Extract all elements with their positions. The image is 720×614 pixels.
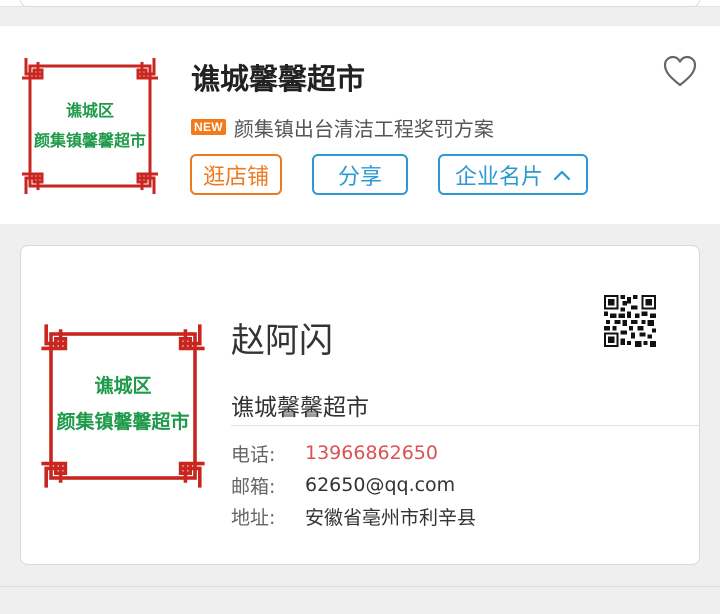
phone-value[interactable]: 13966862650 (305, 442, 438, 464)
business-card-label: 企业名片 (454, 164, 543, 190)
address-row: 地址: 安徽省亳州市利辛县 (231, 503, 476, 529)
contact-company: 谯城馨馨超市 (231, 395, 369, 421)
share-label: 分享 (337, 164, 382, 190)
email-value[interactable]: 62650@qq.com (305, 474, 456, 496)
logo-text-line1: 谯城区 (94, 375, 152, 397)
qr-code-icon[interactable] (604, 295, 656, 347)
address-label: 地址: (231, 506, 276, 529)
business-card-toggle-button[interactable]: 企业名片 (438, 154, 588, 195)
logo-frame-icon (41, 324, 205, 488)
logo-frame-icon (22, 58, 158, 194)
logo-text-line1: 谯城区 (65, 101, 114, 120)
divider (231, 425, 699, 426)
previous-card-edge (0, 0, 720, 7)
share-button[interactable]: 分享 (312, 154, 408, 195)
logo-text-line2: 颜集镇馨馨超市 (56, 411, 190, 433)
email-label: 邮箱: (231, 475, 276, 498)
news-headline[interactable]: 颜集镇出台清洁工程奖罚方案 (233, 116, 494, 141)
news-row[interactable]: NEW 颜集镇出台清洁工程奖罚方案 (191, 113, 494, 141)
divider (0, 586, 720, 587)
phone-row: 电话: 13966862650 (231, 440, 438, 466)
new-badge: NEW (191, 119, 226, 135)
heart-outline-icon[interactable] (662, 54, 698, 88)
chevron-up-icon (553, 170, 571, 180)
card-logo: 谯城区 颜集镇馨馨超市 (39, 322, 207, 490)
contact-name: 赵阿闪 (231, 321, 333, 361)
email-row: 邮箱: 62650@qq.com (231, 472, 455, 498)
shop-name[interactable]: 谯城馨馨超市 (191, 62, 366, 96)
visit-store-label: 逛店铺 (202, 164, 269, 190)
logo-text-line2: 颜集镇馨馨超市 (33, 131, 146, 150)
shop-logo[interactable]: 谯城区 颜集镇馨馨超市 (20, 56, 160, 196)
business-card-panel: 谯城区 颜集镇馨馨超市 赵阿闪 谯城馨馨超市 电话: 13966862650 邮… (20, 245, 700, 565)
shop-header: 谯城区 颜集镇馨馨超市 谯城馨馨超市 NEW 颜集镇出台清洁工程奖罚方案 逛店铺… (0, 26, 720, 224)
address-value: 安徽省亳州市利辛县 (305, 506, 477, 529)
visit-store-button[interactable]: 逛店铺 (190, 154, 282, 195)
phone-label: 电话: (231, 443, 276, 466)
